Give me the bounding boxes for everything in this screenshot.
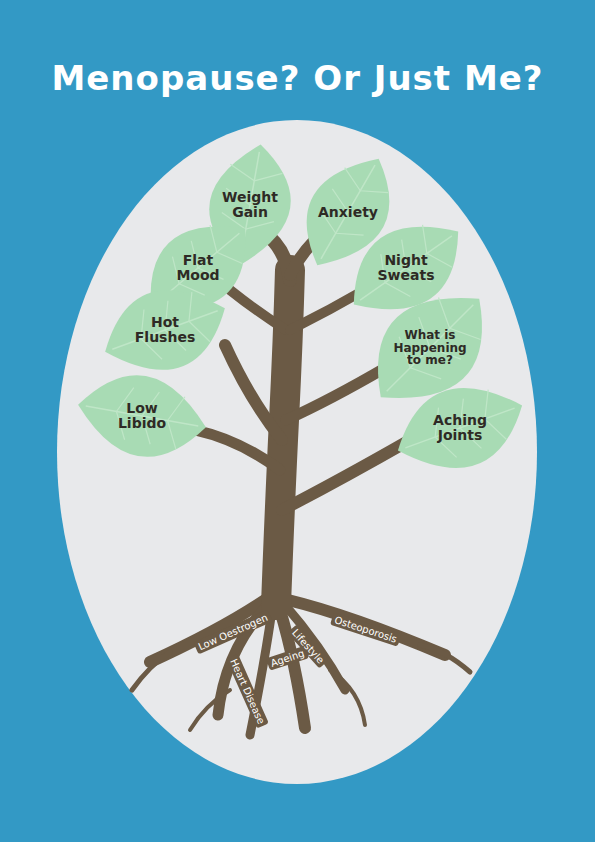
leaf-label: Hot Flushes: [111, 290, 219, 370]
leaf-label: Night Sweats: [352, 229, 460, 307]
leaf-label: What is Happening to me?: [371, 303, 489, 393]
leaf-label: Low Libido: [87, 376, 197, 456]
leaf-label: Aching Joints: [404, 388, 516, 468]
leaf-node: Aching Joints: [404, 388, 516, 468]
oval-ground: [57, 120, 537, 784]
leaf-node: What is Happening to me?: [371, 303, 489, 393]
leaf-node: Low Libido: [87, 376, 197, 456]
poster-title: Menopause? Or Just Me?: [0, 58, 595, 98]
leaf-node: Hot Flushes: [111, 290, 219, 370]
leaf-node: Night Sweats: [352, 229, 460, 307]
